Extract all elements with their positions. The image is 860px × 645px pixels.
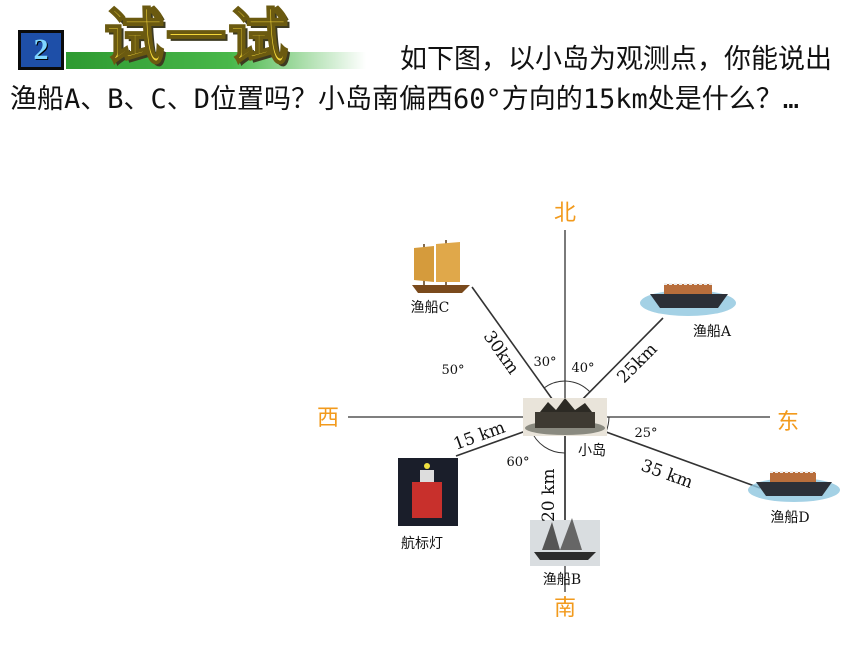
boat-a-label: 渔船A xyxy=(693,324,732,340)
boat-b-label: 渔船B xyxy=(543,572,581,588)
distance-beacon: 15 km xyxy=(451,418,508,455)
distance-a: 25km xyxy=(613,339,661,387)
question-text: 如下图，以小岛为观测点，你能说出渔船A、B、C、D位置吗？小岛南偏西60°方向的… xyxy=(10,44,832,115)
west-label: 西 xyxy=(317,406,339,431)
distance-c: 30km xyxy=(479,327,523,378)
boat-d-label: 渔船D xyxy=(770,510,809,526)
distance-b: 20 km xyxy=(539,469,559,522)
boat-c-label: 渔船C xyxy=(411,300,450,316)
boat-c-image xyxy=(412,240,470,293)
section-title: 试一试 xyxy=(103,2,290,74)
boat-d-image xyxy=(748,471,840,502)
island-label: 小岛 xyxy=(578,443,606,459)
angle-c-west-label: 50° xyxy=(441,363,464,378)
arc-c-north xyxy=(543,380,566,389)
angle-a-label: 40° xyxy=(571,361,594,376)
line-to-boat-c xyxy=(471,286,566,418)
beacon-label: 航标灯 xyxy=(401,536,443,552)
south-label: 南 xyxy=(554,596,576,621)
angle-beacon-label: 60° xyxy=(506,455,529,470)
boat-a-image xyxy=(640,283,736,316)
angle-c-label: 30° xyxy=(533,355,556,370)
east-label: 东 xyxy=(777,410,799,435)
title-underline-bar xyxy=(66,52,366,69)
arc-a-north xyxy=(564,380,591,393)
section-number: 2 xyxy=(33,33,49,66)
beacon-image xyxy=(398,458,458,526)
boat-b-image xyxy=(530,518,600,566)
angle-d-label: 25° xyxy=(634,426,657,441)
section-number-badge: 2 xyxy=(18,30,64,70)
north-label: 北 xyxy=(554,201,576,226)
island-image xyxy=(523,398,607,436)
